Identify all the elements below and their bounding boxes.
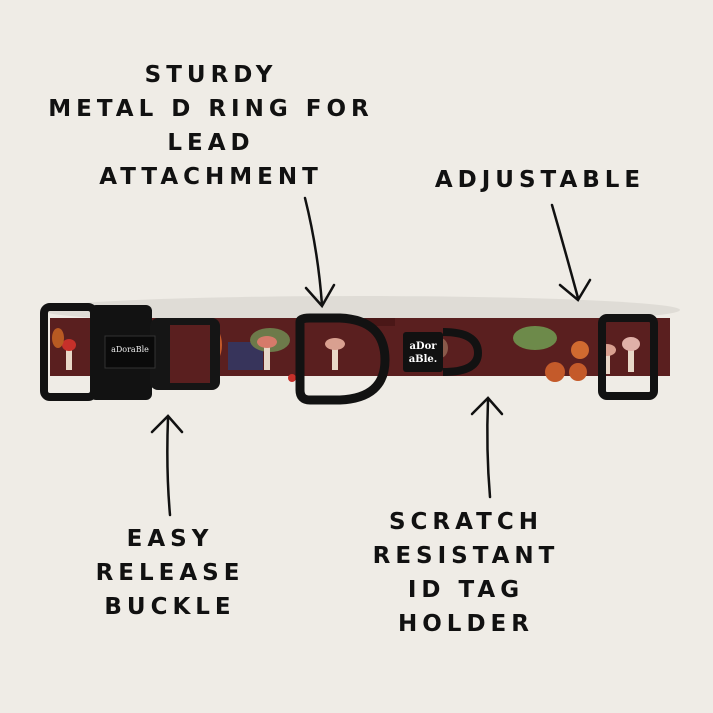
d-ring — [295, 313, 390, 405]
label-line: ATTACHMENT — [99, 164, 323, 190]
label-line: BUCKLE — [104, 594, 236, 620]
label-line: ID TAG — [407, 577, 525, 603]
svg-text:aBle.: aBle. — [409, 354, 438, 365]
arrow-d-ring — [303, 196, 336, 309]
arrow-buckle — [150, 414, 184, 517]
arrow-adjustable — [550, 203, 592, 302]
label-line: STURDY — [144, 62, 278, 88]
arrow-tag-holder — [470, 396, 504, 499]
label-line: METAL D RING FOR — [48, 96, 374, 122]
label-tag-holder: SCRATCH RESISTANT ID TAG HOLDER — [373, 505, 560, 641]
svg-text:aDor: aDor — [409, 341, 437, 352]
buckle-logo: aDoraBle — [111, 345, 149, 354]
id-tag-holder: aDor aBle. — [403, 328, 483, 376]
label-line: EASY — [126, 526, 214, 552]
label-adjustable: ADJUSTABLE — [435, 163, 645, 197]
release-buckle: aDoraBle — [40, 303, 220, 401]
label-d-ring: STURDY METAL D RING FOR LEAD ATTACHMENT — [48, 58, 373, 194]
label-line: HOLDER — [398, 611, 534, 637]
label-line: RELEASE — [95, 560, 245, 586]
label-line: RESISTANT — [372, 543, 560, 569]
label-line: ADJUSTABLE — [434, 167, 646, 193]
adjuster-slider — [598, 314, 658, 400]
label-line: SCRATCH — [388, 509, 543, 535]
label-buckle: EASY RELEASE BUCKLE — [96, 522, 245, 624]
arrows — [150, 196, 592, 517]
label-line: LEAD — [167, 130, 255, 156]
